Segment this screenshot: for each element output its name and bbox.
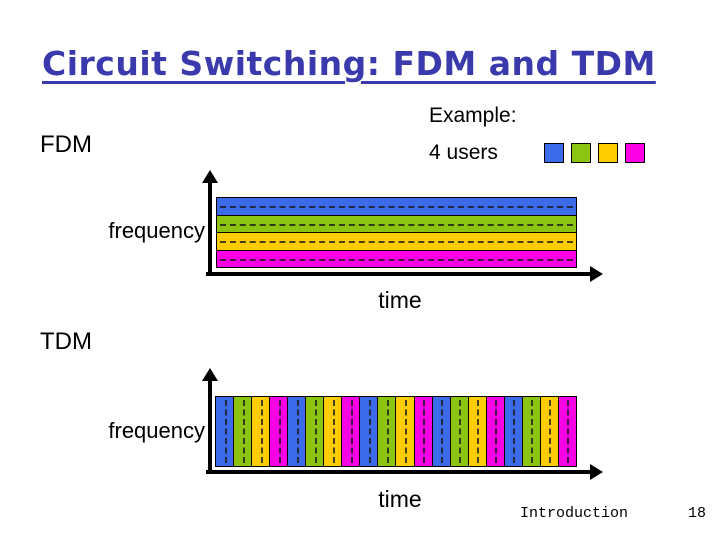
tdm-slot-dash [386, 400, 389, 463]
tdm-slot-dash [459, 400, 462, 463]
tdm-slot-dash [531, 400, 534, 463]
fdm-x-axis [206, 272, 592, 276]
user-2-swatch [571, 143, 591, 163]
tdm-slot-10-user-2 [377, 397, 396, 466]
slide-footer: Introduction 18 [520, 505, 706, 522]
tdm-x-axis-arrow [590, 464, 603, 480]
tdm-bar [215, 396, 577, 467]
fdm-x-axis-arrow [590, 266, 603, 282]
tdm-slot-dash [350, 400, 353, 463]
tdm-slot-dash [368, 400, 371, 463]
tdm-slot-17-user-1 [503, 397, 522, 466]
slide-title: Circuit Switching: FDM and TDM [42, 44, 656, 83]
fdm-time-axis-label: time [378, 287, 422, 313]
tdm-slot-dash [296, 400, 299, 463]
tdm-slot-dash [423, 400, 426, 463]
tdm-slot-18-user-2 [521, 397, 540, 466]
tdm-y-axis-arrow [202, 368, 218, 381]
tdm-slot-16-user-4 [485, 397, 504, 466]
fdm-y-axis-arrow [202, 170, 218, 183]
tdm-slot-8-user-4 [341, 397, 360, 466]
fdm-frequency-axis-label: frequency [108, 218, 205, 243]
user-3-swatch [598, 143, 618, 163]
fdm-bar [216, 197, 577, 268]
tdm-slot-dash [404, 400, 407, 463]
tdm-slot-dash [314, 400, 317, 463]
tdm-slot-13-user-1 [431, 397, 450, 466]
tdm-slot-3-user-3 [251, 397, 270, 466]
user-1-swatch [544, 143, 564, 163]
example-label: Example: [429, 104, 517, 127]
tdm-slot-19-user-3 [539, 397, 558, 466]
tdm-slot-dash [477, 400, 480, 463]
fdm-band-user-1 [217, 198, 576, 215]
fdm-band-dash [220, 258, 573, 261]
tdm-slot-20-user-4 [557, 397, 576, 466]
tdm-slot-12-user-4 [413, 397, 432, 466]
tdm-slot-dash [495, 400, 498, 463]
tdm-slot-dash [549, 400, 552, 463]
tdm-slot-7-user-3 [323, 397, 342, 466]
tdm-slot-6-user-2 [305, 397, 324, 466]
tdm-section-label: TDM [40, 328, 92, 355]
tdm-x-axis [206, 470, 592, 474]
fdm-y-axis [208, 181, 212, 276]
fdm-band-dash [220, 241, 573, 244]
tdm-slot-dash [278, 400, 281, 463]
fdm-band-user-4 [217, 249, 576, 267]
tdm-slot-dash [260, 400, 263, 463]
tdm-slot-5-user-1 [287, 397, 306, 466]
footer-page-number: 18 [687, 505, 706, 522]
tdm-slot-dash [332, 400, 335, 463]
tdm-slot-dash [242, 400, 245, 463]
fdm-band-user-3 [217, 232, 576, 250]
footer-section-label: Introduction [520, 505, 629, 522]
tdm-y-axis [208, 379, 212, 474]
tdm-slot-dash [513, 400, 516, 463]
tdm-time-axis-label: time [378, 486, 422, 512]
user-4-swatch [625, 143, 645, 163]
user-swatches [544, 143, 645, 163]
users-count-label: 4 users [429, 141, 498, 164]
tdm-slot-dash [441, 400, 444, 463]
tdm-slot-dash [224, 400, 227, 463]
fdm-band-dash [220, 223, 573, 226]
tdm-slot-11-user-3 [395, 397, 414, 466]
fdm-band-dash [220, 206, 573, 209]
tdm-slot-dash [567, 400, 570, 463]
tdm-slot-14-user-2 [449, 397, 468, 466]
tdm-frequency-axis-label: frequency [108, 418, 205, 443]
tdm-slot-1-user-1 [216, 397, 234, 466]
tdm-slot-2-user-2 [233, 397, 252, 466]
tdm-slot-9-user-1 [359, 397, 378, 466]
tdm-slot-15-user-3 [467, 397, 486, 466]
fdm-section-label: FDM [40, 131, 92, 158]
tdm-slot-4-user-4 [269, 397, 288, 466]
fdm-band-user-2 [217, 214, 576, 232]
